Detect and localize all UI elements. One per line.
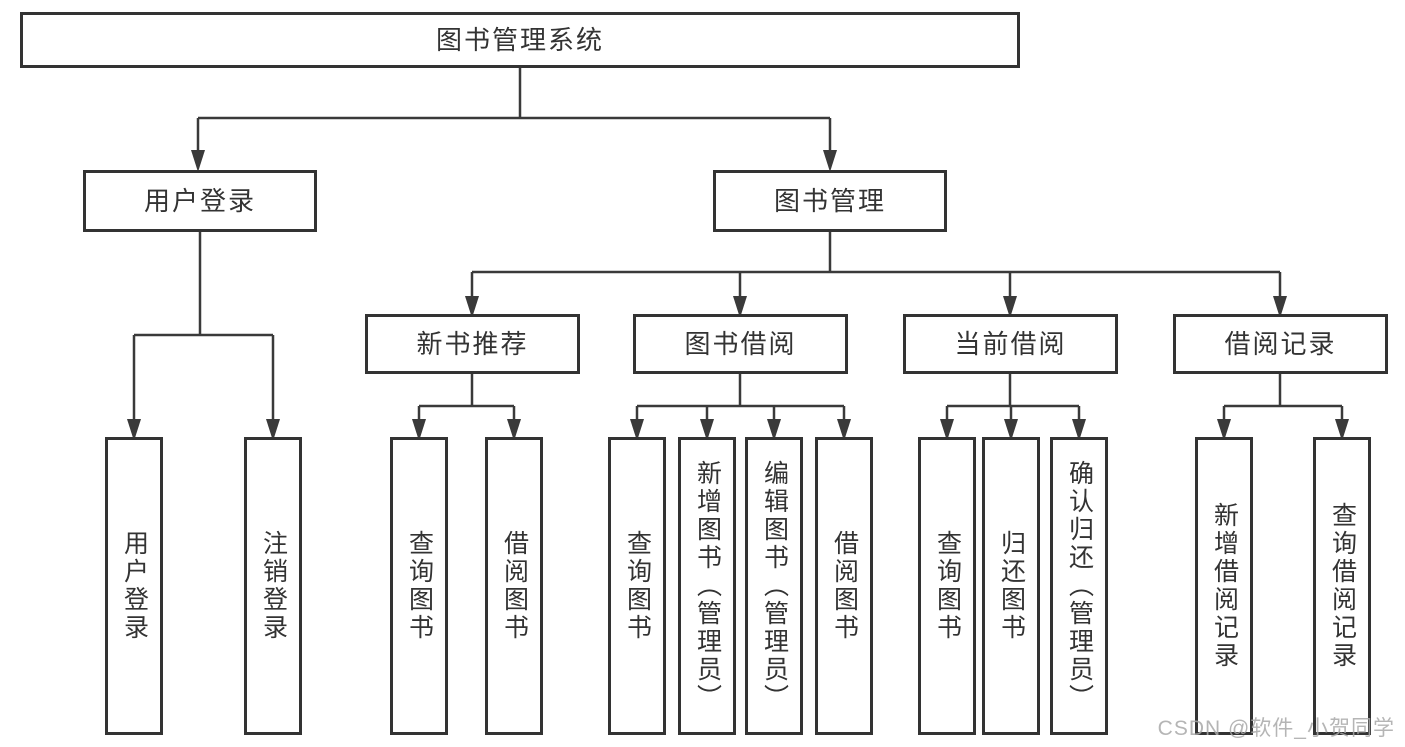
- node-label: 当前借阅: [954, 329, 1067, 359]
- leaf-query-books-current: 查询图书: [918, 437, 976, 735]
- leaf-borrow-books-rec: 借阅图书: [485, 437, 543, 735]
- leaf-label: 查询图书: [405, 530, 434, 642]
- arrowhead-icon: [630, 419, 644, 441]
- leaf-edit-books-admin: 编辑图书（管理员）: [745, 437, 803, 735]
- connector-lines: [132, 68, 1344, 421]
- arrowhead-icon: [767, 419, 781, 441]
- leaf-label: 新增图书（管理员）: [693, 460, 722, 712]
- leaf-label: 注销登录: [259, 530, 288, 642]
- node-label: 用户登录: [143, 186, 256, 216]
- node-book-borrow: 图书借阅: [633, 314, 848, 374]
- node-new-book-recommend: 新书推荐: [365, 314, 580, 374]
- arrowhead-icon: [823, 150, 837, 172]
- leaf-confirm-return-admin: 确认归还（管理员）: [1050, 437, 1108, 735]
- csdn-watermark: CSDN @软件_小贺同学: [1157, 717, 1395, 740]
- leaf-label: 用户登录: [120, 530, 149, 642]
- leaf-query-books-borrow: 查询图书: [608, 437, 666, 735]
- leaf-logout: 注销登录: [244, 437, 302, 735]
- leaf-query-books-rec: 查询图书: [390, 437, 448, 735]
- leaf-add-borrow-record: 新增借阅记录: [1195, 437, 1253, 735]
- arrowhead-icons: [127, 150, 1349, 441]
- node-current-borrow: 当前借阅: [903, 314, 1118, 374]
- arrowhead-icon: [1273, 296, 1287, 318]
- arrowhead-icon: [1003, 296, 1017, 318]
- node-root-system: 图书管理系统: [20, 12, 1020, 68]
- arrowhead-icon: [837, 419, 851, 441]
- node-borrow-records: 借阅记录: [1173, 314, 1388, 374]
- arrowhead-icon: [1004, 419, 1018, 441]
- node-label: 新书推荐: [416, 329, 529, 359]
- arrowhead-icon: [412, 419, 426, 441]
- arrowhead-icon: [191, 150, 205, 172]
- node-user-login: 用户登录: [83, 170, 317, 232]
- arrowhead-icon: [1217, 419, 1231, 441]
- arrowhead-icon: [1335, 419, 1349, 441]
- leaf-borrow-books: 借阅图书: [815, 437, 873, 735]
- arrowhead-icon: [127, 419, 141, 441]
- node-label: 图书借阅: [684, 329, 797, 359]
- arrowhead-icon: [507, 419, 521, 441]
- arrowhead-icon: [700, 419, 714, 441]
- leaf-label: 查询图书: [933, 530, 962, 642]
- leaf-add-books-admin: 新增图书（管理员）: [678, 437, 736, 735]
- leaf-label: 查询借阅记录: [1328, 502, 1357, 670]
- leaf-label: 编辑图书（管理员）: [760, 460, 789, 712]
- leaf-label: 新增借阅记录: [1210, 502, 1239, 670]
- leaf-user-login: 用户登录: [105, 437, 163, 735]
- node-book-management: 图书管理: [713, 170, 947, 232]
- leaf-label: 确认归还（管理员）: [1065, 460, 1094, 712]
- leaf-label: 归还图书: [997, 530, 1026, 642]
- node-label: 借阅记录: [1224, 329, 1337, 359]
- arrowhead-icon: [733, 296, 747, 318]
- arrowhead-icon: [465, 296, 479, 318]
- node-label: 图书管理: [773, 186, 886, 216]
- leaf-label: 查询图书: [623, 530, 652, 642]
- leaf-label: 借阅图书: [830, 530, 859, 642]
- arrowhead-icon: [940, 419, 954, 441]
- leaf-return-books: 归还图书: [982, 437, 1040, 735]
- node-label: 图书管理系统: [435, 25, 604, 55]
- arrowhead-icon: [266, 419, 280, 441]
- leaf-query-borrow-record: 查询借阅记录: [1313, 437, 1371, 735]
- leaf-label: 借阅图书: [500, 530, 529, 642]
- arrowhead-icon: [1072, 419, 1086, 441]
